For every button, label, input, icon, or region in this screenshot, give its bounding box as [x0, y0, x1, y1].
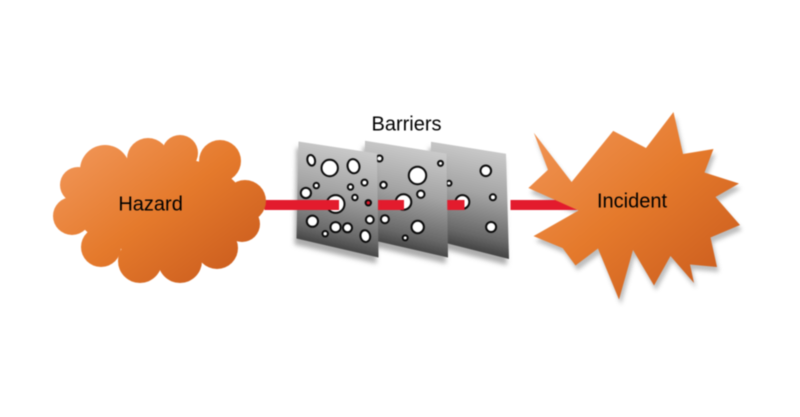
svg-text:Barriers: Barriers	[371, 114, 441, 136]
svg-text:Hazard: Hazard	[118, 194, 182, 216]
svg-text:Incident: Incident	[597, 191, 667, 213]
